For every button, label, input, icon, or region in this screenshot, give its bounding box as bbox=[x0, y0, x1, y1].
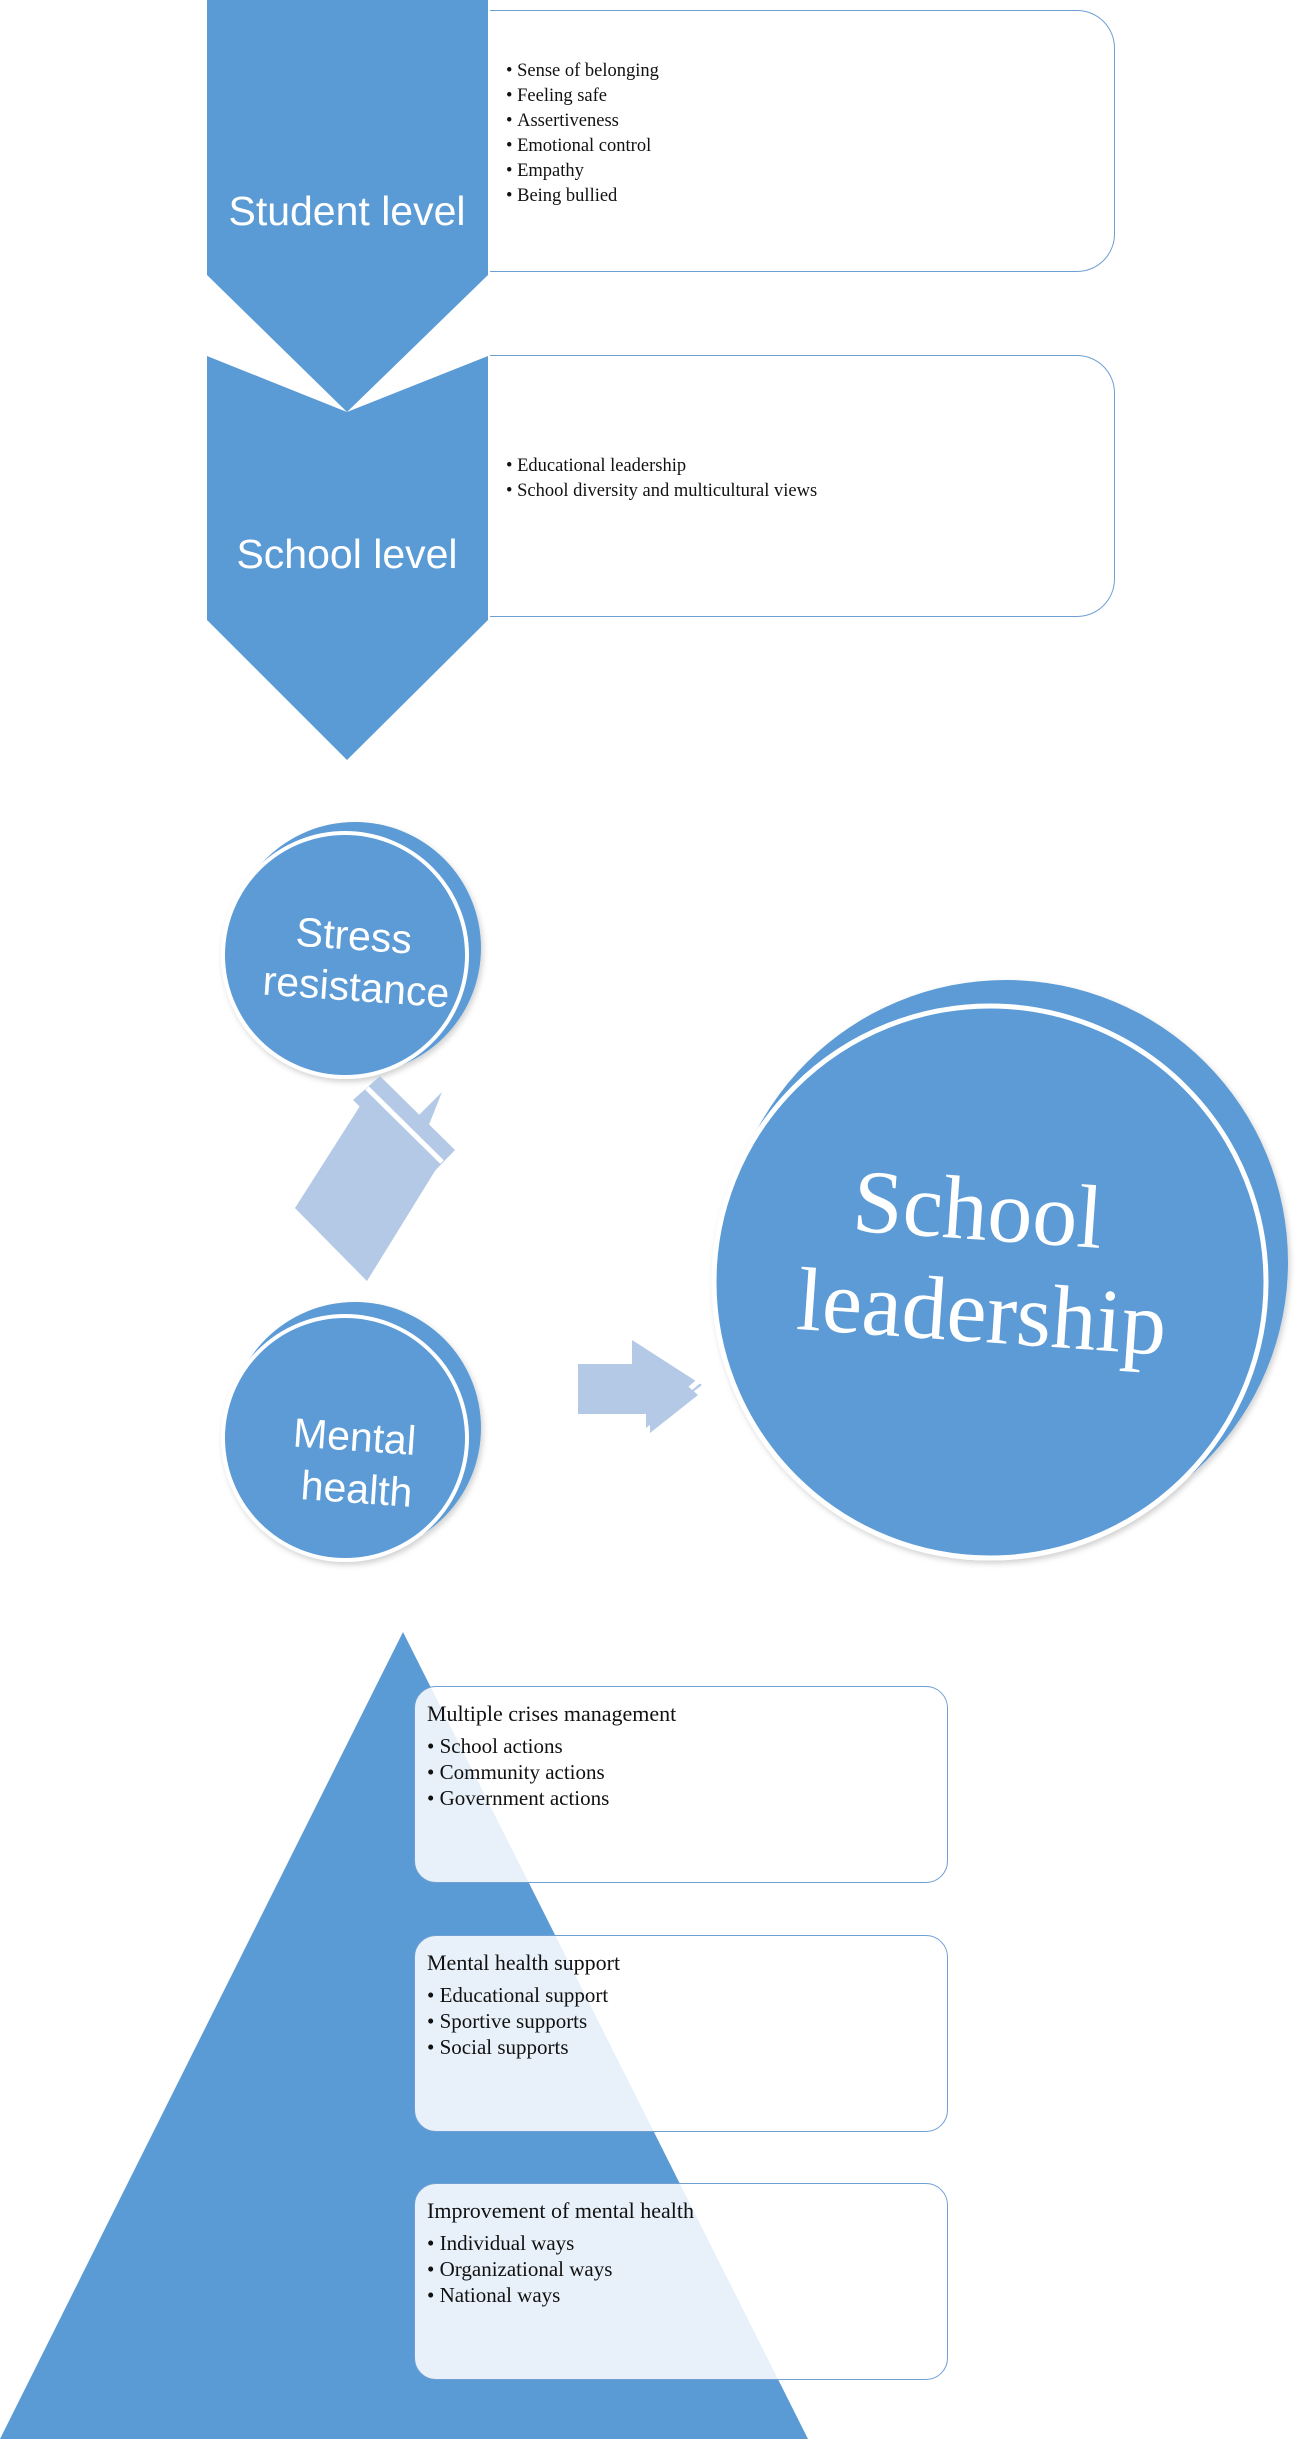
mental-health-label: Mental health bbox=[288, 1409, 429, 1516]
mental-health-support-box: Mental health support Educational suppor… bbox=[414, 1935, 948, 2132]
list-item: School actions bbox=[427, 1733, 947, 1759]
school-level-box: Educational leadership School diversity … bbox=[490, 355, 1115, 617]
list-item: National ways bbox=[427, 2282, 947, 2308]
stress-resistance-circle bbox=[221, 822, 481, 1079]
list-item: Sportive supports bbox=[427, 2008, 947, 2034]
student-level-box: Sense of belonging Feeling safe Assertiv… bbox=[490, 10, 1115, 272]
list-item: Organizational ways bbox=[427, 2256, 947, 2282]
list-item: Community actions bbox=[427, 1759, 947, 1785]
improvement-list: Individual ways Organizational ways Nati… bbox=[427, 2230, 947, 2308]
list-item: School diversity and multicultural views bbox=[506, 479, 1114, 504]
list-item: Sense of belonging bbox=[506, 59, 1114, 84]
list-item: Empathy bbox=[506, 159, 1114, 184]
arrow-right-icon bbox=[578, 1340, 705, 1433]
student-level-list: Sense of belonging Feeling safe Assertiv… bbox=[506, 59, 1114, 209]
list-item: Educational support bbox=[427, 1982, 947, 2008]
box-heading: Mental health support bbox=[427, 1950, 621, 1975]
school-level-label: School level bbox=[236, 531, 457, 577]
list-item: Social supports bbox=[427, 2034, 947, 2060]
mental-health-circle bbox=[221, 1302, 481, 1562]
list-item: Feeling safe bbox=[506, 84, 1114, 109]
school-level-chevron bbox=[207, 356, 488, 760]
crises-management-list: School actions Community actions Governm… bbox=[427, 1733, 947, 1811]
list-item: Individual ways bbox=[427, 2230, 947, 2256]
list-item: Emotional control bbox=[506, 134, 1114, 159]
student-level-label: Student level bbox=[228, 188, 465, 234]
diamond-shape bbox=[295, 1076, 455, 1281]
list-item: Educational leadership bbox=[506, 454, 1114, 479]
crises-management-box: Multiple crises management School action… bbox=[414, 1686, 948, 1883]
list-item: Government actions bbox=[427, 1785, 947, 1811]
box-heading: Multiple crises management bbox=[427, 1701, 677, 1726]
school-leadership-circle bbox=[711, 980, 1288, 1561]
box-heading: Improvement of mental health bbox=[427, 2198, 694, 2223]
improvement-box: Improvement of mental health Individual … bbox=[414, 2183, 948, 2380]
mental-health-support-list: Educational support Sportive supports So… bbox=[427, 1982, 947, 2060]
list-item: Being bullied bbox=[506, 184, 1114, 209]
list-item: Assertiveness bbox=[506, 109, 1114, 134]
student-level-chevron bbox=[207, 0, 488, 412]
school-level-list: Educational leadership School diversity … bbox=[506, 454, 1114, 504]
